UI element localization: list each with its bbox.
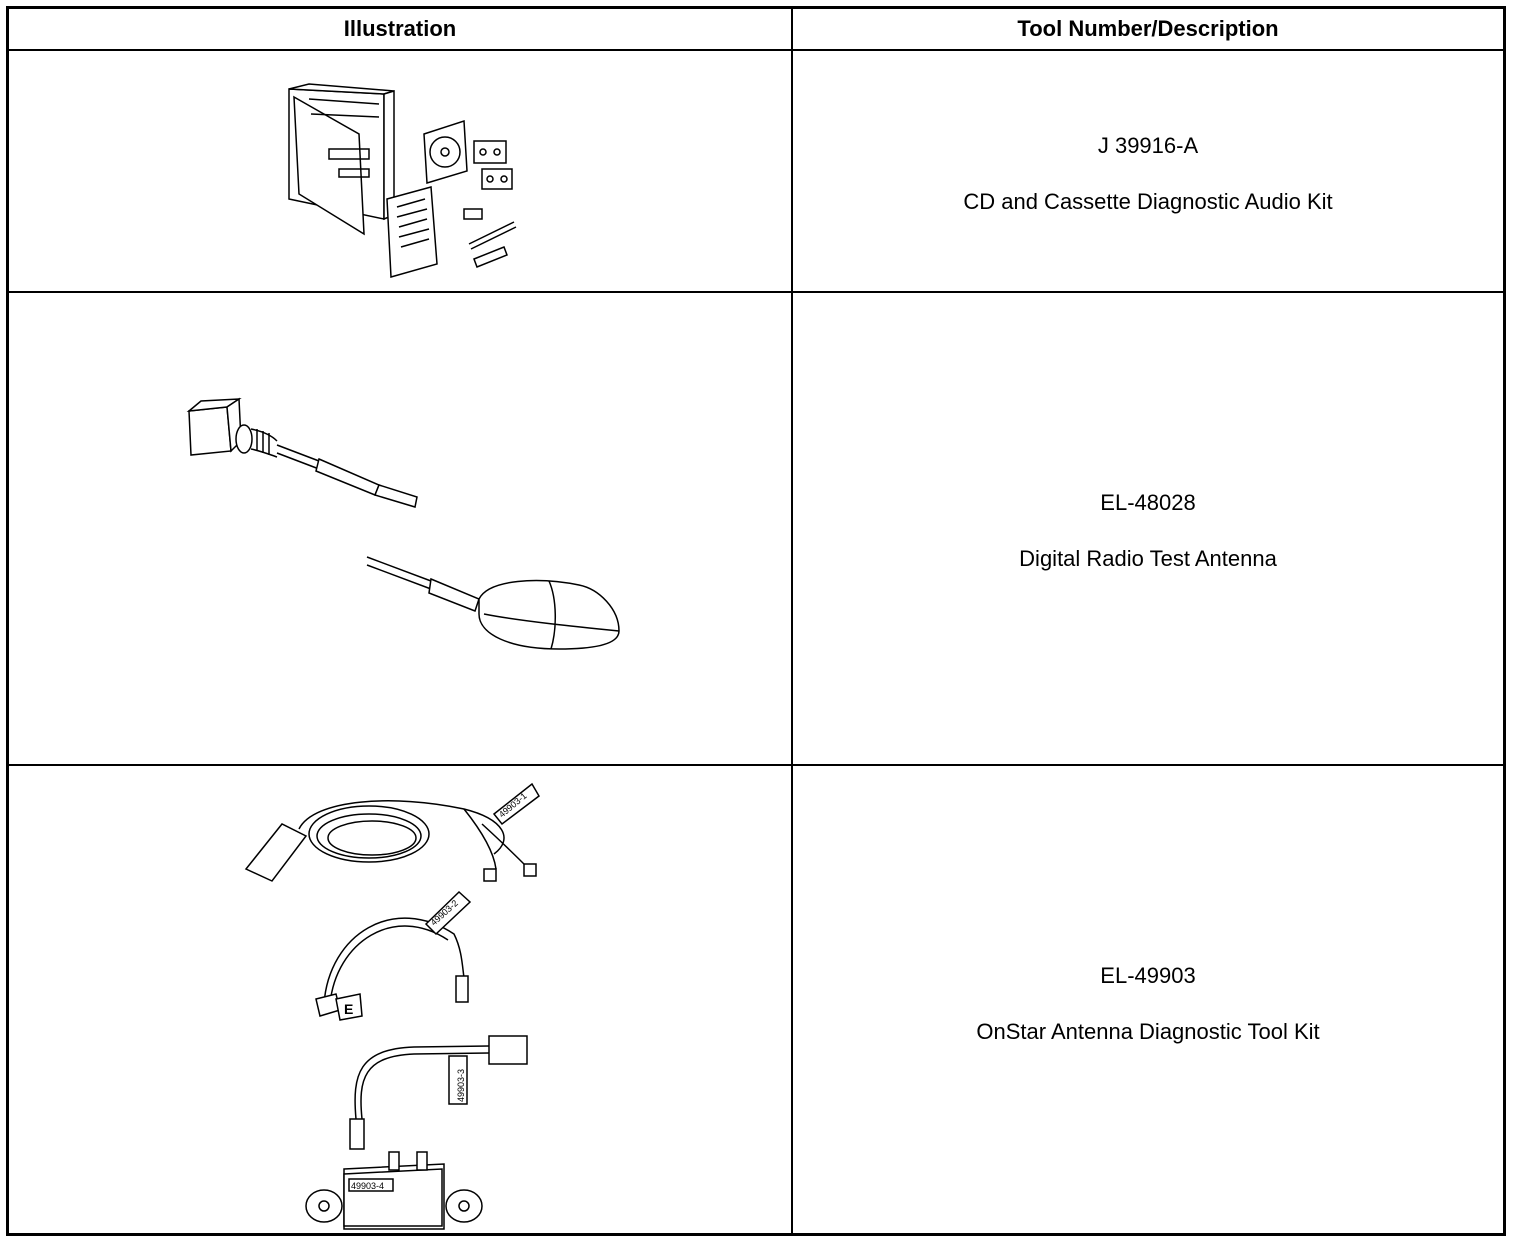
box-label: 49903-4 <box>351 1181 384 1191</box>
tool-number: EL-49903 <box>1100 963 1196 988</box>
table-row-1-description: J 39916-A CD and Cassette Diagnostic Aud… <box>793 133 1503 215</box>
row-divider <box>9 764 1503 766</box>
table-row-3-description: EL-49903 OnStar Antenna Diagnostic Tool … <box>793 963 1503 1045</box>
antenna-tool-kit-icon: 49903-1 49903-2 E 49903-3 49903-4 <box>244 782 540 1230</box>
tool-number: J 39916-A <box>1097 133 1199 158</box>
tool-number: EL-48028 <box>1100 490 1196 515</box>
row-divider <box>9 49 1503 51</box>
column-divider <box>791 9 793 1233</box>
tool-description: CD and Cassette Diagnostic Audio Kit <box>963 189 1333 214</box>
cable-label-3: 49903-3 <box>456 1069 466 1102</box>
column-header-illustration: Illustration <box>343 16 457 41</box>
column-header-tool: Tool Number/Description <box>1017 16 1279 41</box>
audio-kit-icon <box>288 83 517 278</box>
table-row-2-description: EL-48028 Digital Radio Test Antenna <box>793 490 1503 572</box>
connector-letter: E <box>344 1001 353 1017</box>
test-antenna-icon <box>186 397 620 650</box>
row-divider <box>9 291 1503 293</box>
tool-description: OnStar Antenna Diagnostic Tool Kit <box>976 1019 1320 1044</box>
tool-table: Illustration Tool Number/Description J 3… <box>6 6 1506 1236</box>
tool-description: Digital Radio Test Antenna <box>1019 546 1277 571</box>
